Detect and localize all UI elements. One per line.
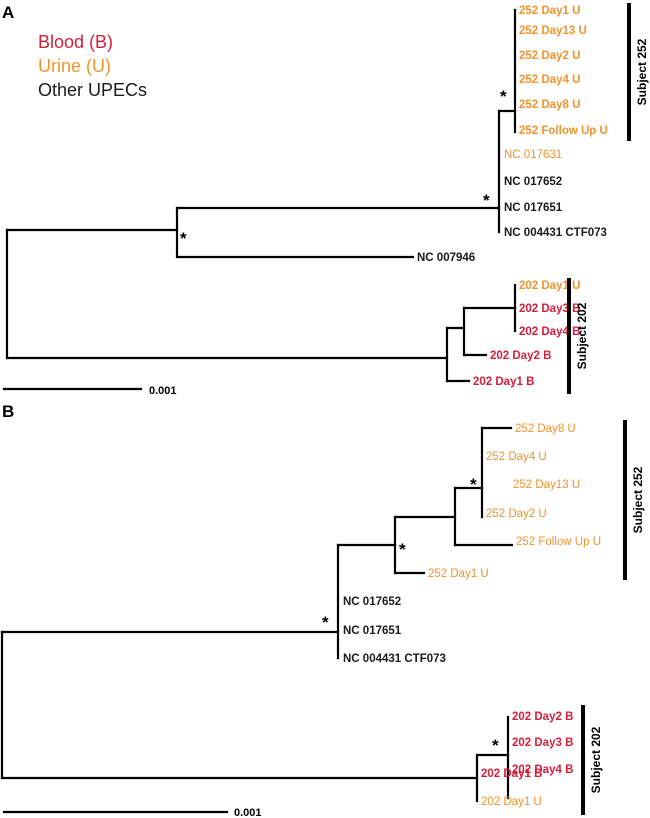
leaf-label: 202 Day2 B	[512, 711, 573, 723]
panel-b: B 252 Day8 U	[0, 402, 645, 818]
leaf-label: NC 017652	[504, 176, 562, 188]
panel-a-branches	[5, 8, 517, 383]
leaf-label: 252 Day4 U	[486, 451, 547, 463]
leaf-label: 202 Day1 B	[473, 376, 534, 388]
support-marker: *	[483, 191, 490, 210]
leaf-label: 252 Day1 U	[519, 5, 580, 17]
leaf-label: 202 Day1 U	[519, 280, 580, 292]
leaf-label: 202 Day4 B	[519, 326, 580, 338]
leaf-label: 202 Day3 B	[519, 303, 580, 315]
leaf-label: NC 004431 CTF073	[343, 653, 446, 665]
leaf-label: 202 Day3 B	[512, 737, 573, 749]
leaf-label: 202 Day1 U	[481, 796, 542, 808]
support-marker: *	[399, 540, 406, 559]
leaf-label: NC 017631	[504, 149, 562, 161]
leaf-label: 202 Day2 B	[490, 350, 551, 362]
panel-b-branches	[0, 426, 514, 803]
leaf-label: 252 Day8 U	[519, 99, 580, 111]
clade-label-subject-252: Subject 252	[635, 38, 649, 105]
panel-b-letter: B	[2, 402, 14, 421]
panel-a: A Blood (B) Urine (U) Other UPECs	[2, 3, 649, 397]
panel-a-leaves: 252 Day1 U 252 Day13 U 252 Day2 U 252 Da…	[417, 5, 608, 388]
leaf-label: 252 Day2 U	[519, 50, 580, 62]
panel-a-letter: A	[2, 3, 14, 22]
support-marker: *	[500, 87, 507, 106]
leaf-label: NC 017651	[504, 202, 563, 214]
legend-other: Other UPECs	[38, 80, 147, 100]
leaf-label: NC 017652	[343, 596, 401, 608]
leaf-label: NC 017651	[343, 625, 402, 637]
leaf-label: 252 Day2 U	[486, 508, 547, 520]
leaf-label: 252 Day8 U	[515, 423, 576, 435]
support-marker: *	[470, 475, 477, 494]
legend-blood: Blood (B)	[38, 32, 113, 52]
leaf-label: 252 Follow Up U	[516, 536, 601, 548]
clade-label-subject-252: Subject 252	[631, 466, 645, 533]
leaf-label: 252 Day13 U	[513, 479, 580, 491]
leaf-label: NC 007946	[417, 252, 475, 264]
legend: Blood (B) Urine (U) Other UPECs	[38, 32, 147, 100]
leaf-label: 252 Day13 U	[519, 25, 587, 37]
clade-label-subject-202: Subject 202	[589, 726, 603, 793]
leaf-label: NC 004431 CTF073	[504, 227, 607, 239]
scale-bar-label: 0.001	[149, 385, 177, 397]
leaf-label: 252 Day1 U	[428, 568, 489, 580]
leaf-label: 252 Follow Up U	[519, 125, 608, 137]
leaf-label: 202 Day4 B	[512, 764, 573, 776]
support-marker: *	[180, 229, 187, 248]
scale-bar-label: 0.001	[234, 807, 262, 818]
clade-label-subject-202: Subject 202	[575, 302, 589, 369]
legend-urine: Urine (U)	[38, 56, 111, 76]
leaf-label: 252 Day4 U	[519, 74, 580, 86]
support-marker: *	[322, 613, 329, 632]
panel-b-leaves: 252 Day8 U 252 Day4 U 252 Day13 U 252 Da…	[343, 423, 601, 808]
leaf-label: 202 Day1 B	[481, 768, 542, 780]
support-marker: *	[492, 736, 499, 755]
